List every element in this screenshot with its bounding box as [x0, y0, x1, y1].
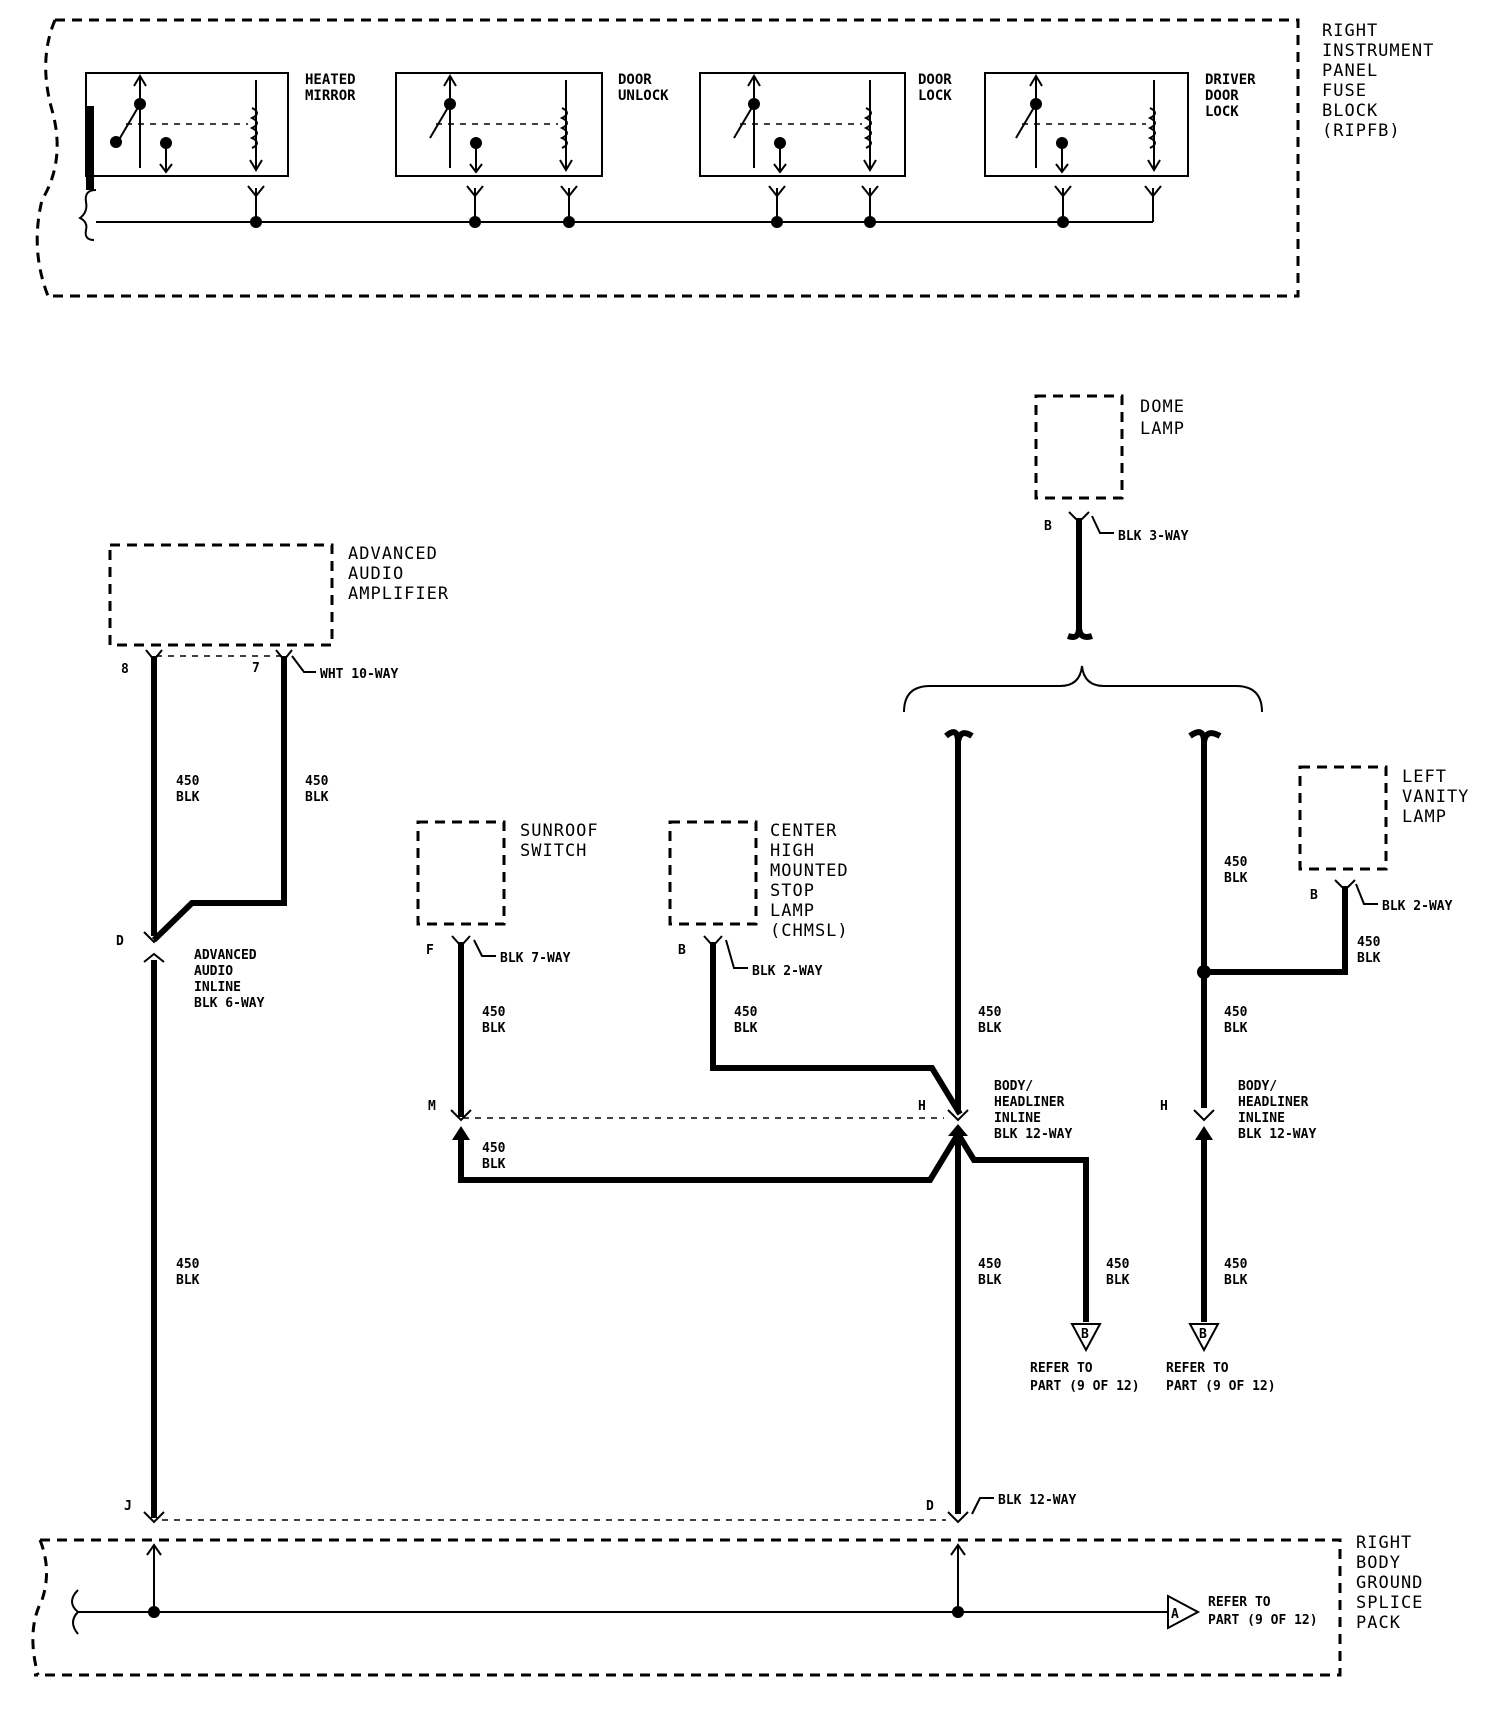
svg-text:BLK 2-WAY: BLK 2-WAY — [752, 964, 823, 979]
relay-driver-door-lock — [984, 72, 1189, 177]
relay-label-door-unlock: DOOR — [618, 72, 652, 88]
relay-label-driver-door-lock: DOOR — [1205, 88, 1239, 104]
svg-text:B: B — [1044, 519, 1052, 534]
relay-label-driver-door-lock: LOCK — [1205, 104, 1239, 120]
svg-text:7: 7 — [252, 661, 260, 676]
svg-text:M: M — [428, 1099, 436, 1114]
relay-label-door-unlock: UNLOCK — [618, 88, 669, 104]
relay-label-heated-mirror: HEATED — [305, 72, 356, 88]
relay-label-door-lock: DOOR — [918, 72, 952, 88]
relay-label-door-lock: LOCK — [918, 88, 952, 104]
svg-text:WHT 10-WAY: WHT 10-WAY — [320, 667, 398, 682]
svg-text:BLK 7-WAY: BLK 7-WAY — [500, 951, 571, 966]
svg-text:A: A — [1171, 1607, 1179, 1622]
svg-text:J: J — [124, 1499, 132, 1514]
relay-heated-mirror — [85, 72, 289, 190]
relay-door-lock — [699, 72, 906, 177]
svg-text:H: H — [918, 1099, 926, 1114]
svg-text:D: D — [926, 1499, 934, 1514]
svg-text:B: B — [1310, 888, 1318, 903]
relay-label-heated-mirror: MIRROR — [305, 88, 356, 104]
relay-door-unlock — [395, 72, 603, 177]
svg-text:BLK 2-WAY: BLK 2-WAY — [1382, 899, 1453, 914]
svg-text:8: 8 — [121, 662, 129, 677]
svg-text:BLK 12-WAY: BLK 12-WAY — [998, 1493, 1076, 1508]
svg-text:B: B — [678, 943, 686, 958]
svg-text:H: H — [1160, 1099, 1168, 1114]
svg-text:BLK 3-WAY: BLK 3-WAY — [1118, 529, 1189, 544]
ground-pack-connector: J D BLK 12-WAY — [124, 1493, 1076, 1524]
svg-text:B: B — [1081, 1327, 1089, 1342]
fuse-block-label: RIGHT INSTRUMENT PANEL FUSE BLOCK (RIPFB… — [1322, 21, 1446, 141]
relay-label-driver-door-lock: DRIVER — [1205, 72, 1256, 88]
svg-text:B: B — [1199, 1327, 1207, 1342]
svg-text:F: F — [426, 943, 434, 958]
svg-text:D: D — [116, 934, 124, 949]
